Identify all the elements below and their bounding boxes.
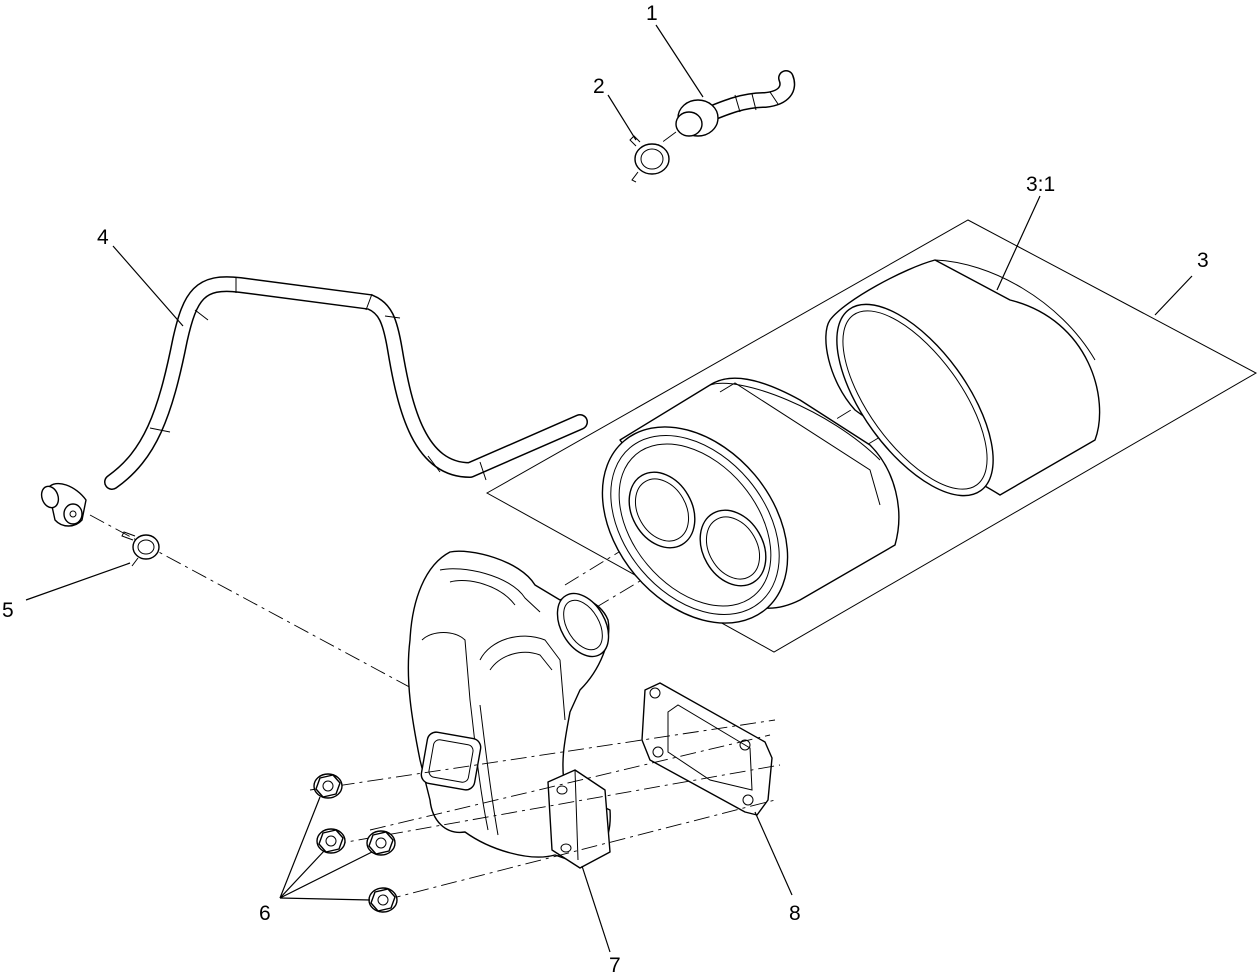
callout-6: 6 bbox=[259, 902, 271, 925]
filter-kit-plane bbox=[485, 219, 1258, 653]
callout-3-1: 3:1 bbox=[1026, 173, 1055, 196]
callout-4: 4 bbox=[97, 226, 109, 249]
flange-nut-3 bbox=[366, 830, 396, 856]
callout-7: 7 bbox=[609, 954, 621, 977]
spring-clamp-top bbox=[629, 135, 670, 183]
flange-nut-1 bbox=[313, 773, 343, 799]
pre-cleaner-sleeve bbox=[825, 259, 1101, 497]
callout-8: 8 bbox=[789, 902, 801, 925]
intake-elbow bbox=[407, 550, 611, 869]
leader-lines bbox=[25, 24, 1193, 953]
breather-hose-elbow bbox=[644, 70, 796, 156]
breather-fitting bbox=[40, 482, 87, 527]
callouts: 1 2 3:1 3 4 5 6 7 8 bbox=[2, 2, 1209, 977]
breather-tube bbox=[104, 276, 588, 490]
gasket bbox=[641, 682, 773, 816]
callout-3: 3 bbox=[1197, 249, 1209, 272]
flange-nuts bbox=[313, 773, 398, 913]
stud-centerlines bbox=[309, 719, 781, 901]
callout-5: 5 bbox=[2, 599, 14, 622]
flange-nut-4 bbox=[368, 887, 398, 913]
flange-nut-2 bbox=[316, 828, 346, 854]
callout-2: 2 bbox=[593, 75, 605, 98]
spring-clamp-small bbox=[121, 531, 160, 567]
callout-1: 1 bbox=[646, 2, 658, 25]
air-filter-element bbox=[601, 377, 900, 624]
